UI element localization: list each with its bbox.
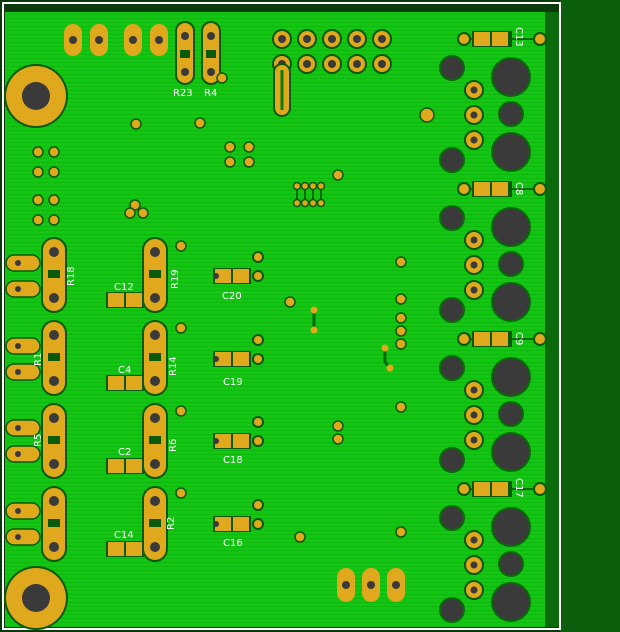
label-c12: C12 <box>114 282 134 293</box>
capacitor-c4 <box>106 375 144 391</box>
capacitor-c18 <box>213 416 264 449</box>
mounting-hole-bottom <box>4 566 68 630</box>
right-jack-column <box>439 55 531 623</box>
resistor-r14 <box>142 320 168 396</box>
label-r14: R14 <box>168 356 179 376</box>
label-r1: R1 <box>33 353 44 366</box>
resistor-r4 <box>201 21 228 85</box>
label-c20: C20 <box>222 291 242 302</box>
label-r6: R6 <box>168 439 179 452</box>
capacitor-c12 <box>106 292 144 308</box>
label-r19: R19 <box>170 269 181 289</box>
label-c4: C4 <box>118 365 131 376</box>
pin-header-2x5 <box>272 29 392 117</box>
trace-short-2 <box>381 344 394 372</box>
label-c8: C8 <box>513 182 524 195</box>
trace-short-1 <box>310 306 318 334</box>
capacitor-c9 <box>457 331 547 347</box>
resistor-r6 <box>142 403 168 479</box>
capacitor-c16 <box>213 499 264 532</box>
label-c13: C13 <box>513 27 524 47</box>
label-c18: C18 <box>223 455 243 466</box>
label-r18: R18 <box>66 266 77 286</box>
label-c17: C17 <box>513 478 524 498</box>
mounting-hole-top <box>4 64 68 128</box>
resistor-left-bottom <box>41 486 67 562</box>
capacitor-c14 <box>106 541 144 557</box>
via-field <box>32 107 435 543</box>
label-c2: C2 <box>118 447 131 458</box>
capacitor-c20 <box>213 251 264 284</box>
label-r4: R4 <box>204 88 217 99</box>
small-ic-footprint <box>292 181 326 208</box>
resistor-r19 <box>142 237 168 313</box>
resistor-r5 <box>41 403 67 479</box>
resistor-r2 <box>142 486 168 562</box>
capacitor-c19 <box>213 334 264 367</box>
resistor-r1 <box>41 320 67 396</box>
label-c14: C14 <box>114 530 134 541</box>
capacitor-c13 <box>457 31 547 47</box>
label-c9: C9 <box>513 332 524 345</box>
right-strip <box>560 0 620 632</box>
board-outline <box>2 2 561 630</box>
left-connector-pads <box>5 254 41 546</box>
label-c16: C16 <box>223 538 243 549</box>
label-r2: R2 <box>166 517 177 530</box>
label-c19: C19 <box>223 377 243 388</box>
capacitor-c2 <box>106 458 144 474</box>
label-r23: R23 <box>173 88 193 99</box>
capacitor-c17 <box>457 481 547 497</box>
resistor-r23 <box>175 21 195 85</box>
label-r5: R5 <box>33 434 44 447</box>
capacitor-c8 <box>457 181 547 197</box>
copper-clearance <box>545 12 559 627</box>
resistor-r18 <box>41 237 67 313</box>
